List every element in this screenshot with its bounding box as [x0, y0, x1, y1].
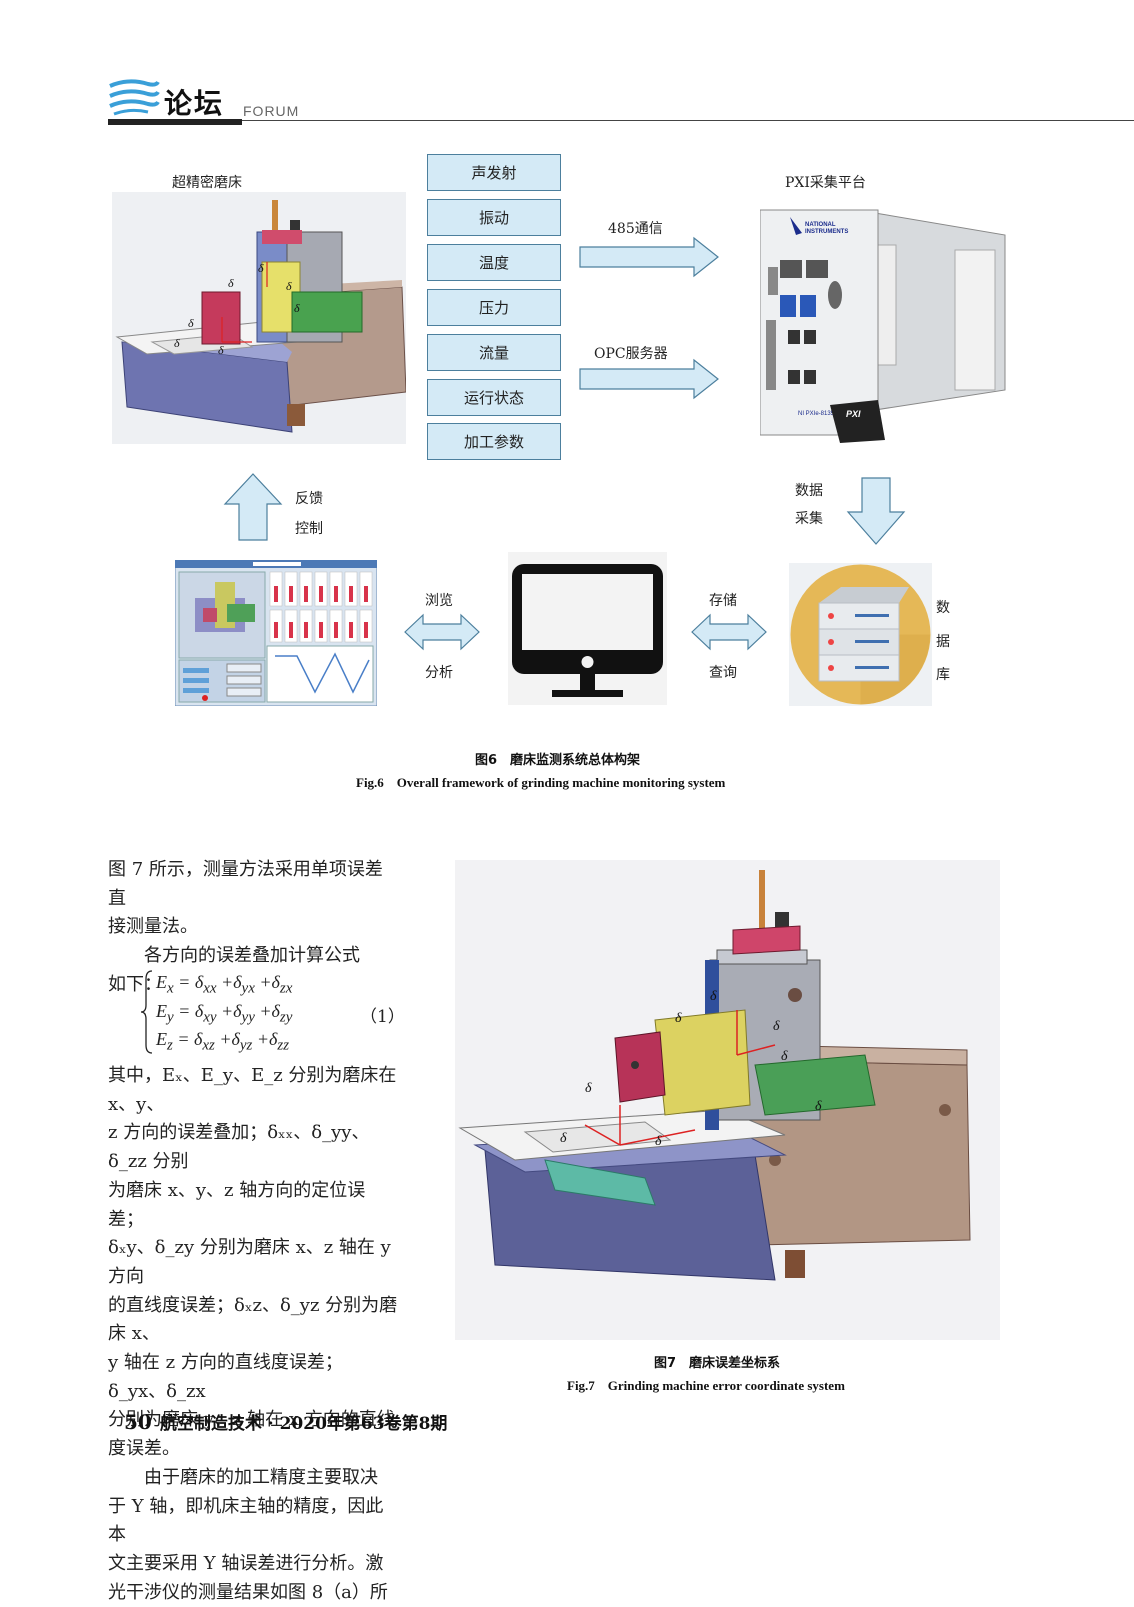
text-line: 分别为磨床 y、z 轴在 x 方向的直线 [108, 1409, 395, 1431]
text-line: 各方向的误差叠加计算公式 [144, 945, 360, 967]
svg-text:δ: δ [710, 989, 717, 1004]
equation-ez: Ez = δxz +δyz +δzz [156, 1029, 290, 1054]
svg-text:δ: δ [585, 1081, 592, 1096]
text-line: 接测量法。 [108, 916, 198, 938]
feedback-label: 反馈 [295, 491, 323, 507]
svg-text:δ: δ [560, 1131, 567, 1146]
query-label: 查询 [709, 665, 737, 681]
fig7-caption-cn: 图7 磨床误差坐标系 [654, 1356, 781, 1371]
collect-label: 采集 [795, 511, 823, 527]
text-line: y 轴在 z 方向的直线度误差；δ_yx、δ_zx [108, 1352, 343, 1402]
double-arrow-icon [404, 613, 480, 651]
text-line: 的直线度误差；δₓz、δ_yz 分别为磨床 x、 [108, 1294, 398, 1345]
fig6-caption-en: Fig.6 Overall framework of grinding mach… [356, 775, 726, 790]
monitoring-software-image [175, 560, 377, 706]
text-line: 如下： [108, 973, 162, 995]
pxi-label: PXI采集平台 [785, 175, 866, 191]
text-line: 其中，Eₓ、E_y、E_z 分别为磨床在 x、y、 [108, 1065, 397, 1115]
sensor-temperature: 温度 [427, 244, 561, 281]
svg-text:δ: δ [773, 1019, 780, 1034]
equation-ey: Ey = δxy +δyy +δzy [156, 1001, 293, 1026]
db-char-3: 库 [936, 667, 950, 683]
svg-text:δ: δ [258, 261, 264, 275]
page-footer: 50 航空制造技术 · 2020年第63卷第8期 [124, 1409, 447, 1434]
machine-label: 超精密磨床 [172, 175, 242, 191]
ni-brand-line1: NATIONAL [805, 222, 836, 228]
sensor-run-state: 运行状态 [427, 379, 561, 416]
sensor-vibration: 振动 [427, 199, 561, 236]
arrow-opc-label: OPC服务器 [594, 346, 668, 362]
text-line: 光干涉仪的测量结果如图 8（a）所 [108, 1581, 388, 1603]
arrow-up-icon [223, 473, 283, 541]
text-line: δₓy、δ_zy 分别为磨床 x、z 轴在 y 方向 [108, 1237, 391, 1287]
text-line: 文主要采用 Y 轴误差进行分析。激 [108, 1552, 384, 1574]
journal-logo [109, 79, 160, 116]
equation-brace [140, 970, 153, 1054]
fig7-caption-en: Fig.7 Grinding machine error coordinate … [567, 1378, 845, 1393]
svg-text:δ: δ [655, 1134, 662, 1149]
svg-text:δ: δ [815, 1099, 822, 1114]
body-text: 其中，Eₓ、E_y、E_z 分别为磨床在 x、y、 z 方向的误差叠加；δₓₓ、… [108, 1062, 400, 1607]
delta-yx-label: δ [228, 276, 234, 290]
equation-ex: Ex = δxx +δyx +δzx [156, 972, 293, 997]
arrow-485-label: 485通信 [608, 221, 663, 237]
text-line: 度误差。 [108, 1438, 180, 1460]
svg-text:δ: δ [675, 1011, 682, 1026]
svg-text:δ: δ [218, 343, 224, 357]
text-line: 图 7 所示，测量方法采用单项误差直 [108, 859, 383, 909]
sensor-pressure: 压力 [427, 289, 561, 326]
data-label: 数据 [795, 483, 823, 499]
svg-text:δ: δ [286, 279, 292, 293]
svg-text:δ: δ [188, 316, 194, 330]
error-coordinate-figure: δ δ δ δ δ δ δ δ [455, 860, 1000, 1340]
computer-monitor-icon [508, 552, 667, 705]
header-rule-thick [108, 119, 242, 125]
text-line: z 方向的误差叠加；δₓₓ、δ_yy、δ_zz 分别 [108, 1122, 370, 1173]
body-text: 图 7 所示，测量方法采用单项误差直 接测量法。 各方向的误差叠加计算公式 如下… [108, 856, 398, 1000]
fig6-caption-cn: 图6 磨床监测系统总体构架 [475, 753, 641, 768]
pxi-model: NI PXIe-8135 [798, 411, 835, 417]
grinding-machine-image: δ δ δ δ δ δ δ [112, 192, 406, 444]
ni-brand-line2: INSTRUMENTS [805, 229, 848, 235]
arrow-right-icon [579, 358, 719, 400]
store-label: 存储 [709, 593, 737, 609]
text-line: 为磨床 x、y、z 轴方向的定位误差； [108, 1179, 366, 1230]
arrow-down-icon [846, 477, 906, 545]
text-line: 于 Y 轴，即机床主轴的精度，因此本 [108, 1495, 384, 1546]
arrow-right-icon [579, 236, 719, 278]
db-char-1: 数 [936, 600, 950, 616]
pxi-controller-image: NATIONAL INSTRUMENTS NI PXIe-8135 PXI [760, 209, 1006, 443]
sensor-process-params: 加工参数 [427, 423, 561, 460]
control-label: 控制 [295, 521, 323, 537]
database-icon [789, 563, 932, 706]
equation-number: （1） [360, 1007, 405, 1027]
text-line: 由于磨床的加工精度主要取决 [144, 1466, 378, 1488]
header-rule [242, 120, 1134, 121]
svg-text:δ: δ [294, 301, 300, 315]
journal-name: 航空制造技术 · 2020年第63卷第8期 [159, 1414, 448, 1434]
db-char-2: 据 [936, 634, 950, 650]
double-arrow-icon [691, 613, 767, 651]
section-subtitle: FORUM [243, 103, 300, 119]
sensor-flow: 流量 [427, 334, 561, 371]
section-title: 论坛 [164, 87, 225, 120]
svg-text:δ: δ [781, 1049, 788, 1064]
browse-label: 浏览 [425, 593, 453, 609]
svg-text:δ: δ [174, 336, 180, 350]
pxi-badge: PXI [846, 409, 861, 419]
page-number: 50 [124, 1410, 152, 1434]
sensor-acoustic-emission: 声发射 [427, 154, 561, 191]
analyze-label: 分析 [425, 665, 453, 681]
